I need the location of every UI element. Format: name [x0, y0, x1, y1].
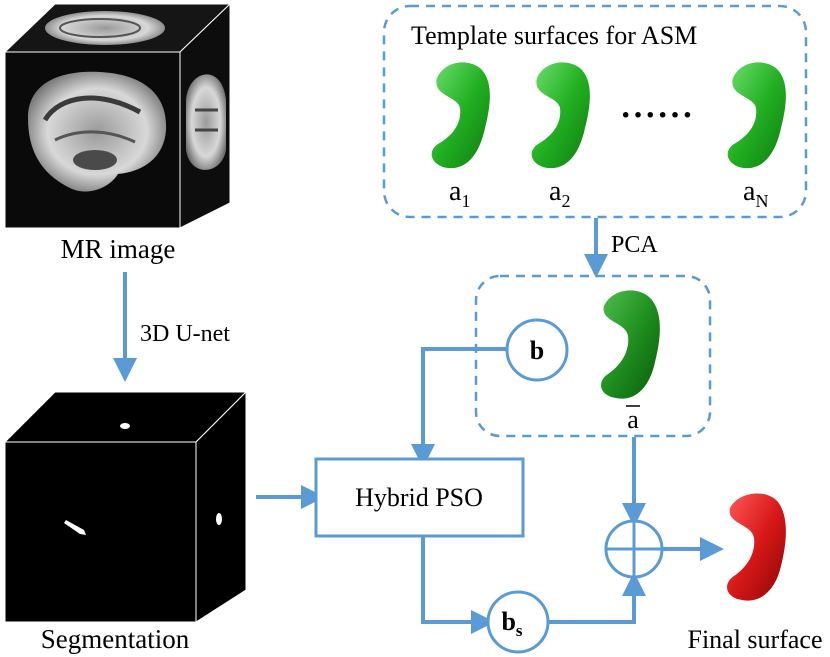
- mean-shape-box: [474, 274, 712, 438]
- label-aN: aN: [743, 176, 768, 211]
- hybrid-pso-label: Hybrid PSO: [355, 483, 483, 512]
- unet-label: 3D U-net: [140, 321, 230, 347]
- final-surface-label: Final surface: [687, 625, 822, 654]
- label-a2: a2: [549, 176, 570, 211]
- template-surface-a1: [431, 62, 490, 169]
- final-surface-shape: [727, 493, 786, 601]
- bs-label: bs: [501, 607, 522, 640]
- seg-blob-front: [64, 520, 86, 535]
- brain-coronal-slice: [186, 74, 226, 170]
- seg-blob-top: [120, 423, 130, 429]
- pso-to-bs-arrow: [421, 537, 495, 634]
- label-a1: a1: [449, 176, 470, 211]
- mr-image-cube: [3, 2, 232, 229]
- bs-node: [486, 590, 550, 654]
- pca-label: PCA: [611, 232, 658, 258]
- b-label: b: [530, 336, 544, 365]
- brain-axial-slice: [45, 11, 165, 45]
- b-to-pso-arrow: [411, 347, 507, 468]
- abar-label: a: [627, 405, 639, 434]
- ellipsis-dots: ······: [620, 97, 694, 134]
- segmentation-cube: [3, 390, 248, 623]
- mean-surface: [601, 290, 660, 399]
- template-title: Template surfaces for ASM: [411, 21, 697, 50]
- template-surface-a2: [531, 62, 590, 169]
- template-surfaces-box: [382, 4, 808, 219]
- sum-node: [604, 519, 664, 579]
- segmentation-label: Segmentation: [41, 624, 190, 654]
- template-surface-aN: [727, 62, 786, 169]
- hybrid-pso-box: [314, 457, 525, 538]
- mr-image-label: MR image: [61, 234, 176, 264]
- bs-to-sum-arrow: [549, 572, 646, 624]
- seg-blob-side: [216, 513, 222, 525]
